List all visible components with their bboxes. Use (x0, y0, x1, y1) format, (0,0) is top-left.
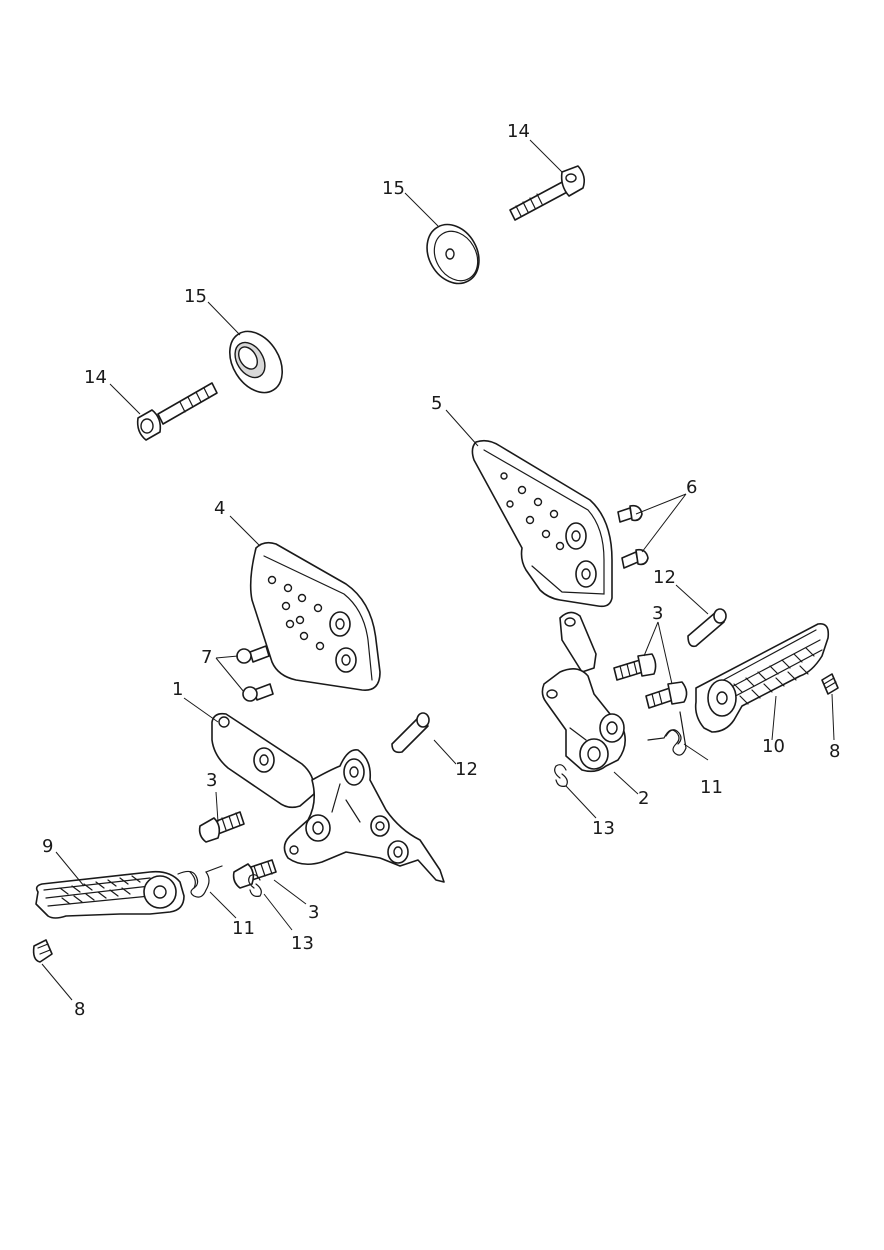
callout-3-right: 3 (652, 603, 663, 624)
grease-nipple-8-left (32, 939, 53, 963)
spring-11-left (177, 865, 223, 898)
pin-12-left (391, 712, 430, 754)
callout-14-left: 14 (84, 367, 107, 388)
callout-15-left: 15 (184, 286, 207, 307)
footpeg-10 (694, 622, 830, 733)
callout-13-left: 13 (291, 933, 314, 954)
callout-8-left: 8 (74, 999, 85, 1020)
washer-15-top (426, 223, 480, 285)
callout-8-right: 8 (829, 741, 840, 762)
heel-plate-5 (471, 439, 613, 608)
callout-15-top: 15 (382, 178, 405, 199)
heel-plate-4 (249, 541, 381, 691)
callout-3-left: 3 (206, 770, 217, 791)
screw-7-upper (236, 645, 270, 664)
callout-2: 2 (638, 788, 649, 809)
screw-6-lower (621, 548, 649, 569)
callout-10: 10 (762, 736, 785, 757)
screw-6-upper (617, 504, 643, 523)
screw-7-lower (242, 683, 274, 702)
callout-6: 6 (686, 477, 697, 498)
bolt-3-left-upper (198, 811, 245, 843)
callout-14-top: 14 (507, 121, 530, 142)
bolt-3-left-lower (232, 859, 277, 889)
clip-13-left (248, 874, 262, 897)
bolt-3-right-upper (613, 653, 657, 681)
grease-nipple-8-right (821, 673, 839, 695)
bolt-14-top (509, 165, 585, 221)
hanger-2 (541, 611, 626, 773)
callout-13-right: 13 (592, 818, 615, 839)
leader-lines (41, 139, 835, 1001)
hanger-1 (211, 712, 445, 883)
callout-12-left: 12 (455, 759, 478, 780)
callout-4: 4 (214, 498, 225, 519)
callout-7: 7 (201, 647, 212, 668)
spring-11-right (647, 711, 687, 756)
footpeg-9 (35, 870, 185, 919)
callout-5: 5 (431, 393, 442, 414)
pin-12-right (687, 608, 727, 648)
washer-15-left (229, 330, 283, 394)
clip-13-right (554, 764, 568, 787)
callout-11-right: 11 (700, 777, 723, 798)
callout-11-left: 11 (232, 918, 255, 939)
callout-labels: 14 15 15 14 5 6 12 3 10 8 11 2 13 4 7 1 … (42, 121, 840, 1020)
callout-12-right: 12 (653, 567, 676, 588)
bolt-14-left (136, 382, 218, 441)
bolt-3-right-lower (645, 681, 688, 709)
callout-9: 9 (42, 836, 53, 857)
callout-3-lower: 3 (308, 902, 319, 923)
callout-1: 1 (172, 679, 183, 700)
